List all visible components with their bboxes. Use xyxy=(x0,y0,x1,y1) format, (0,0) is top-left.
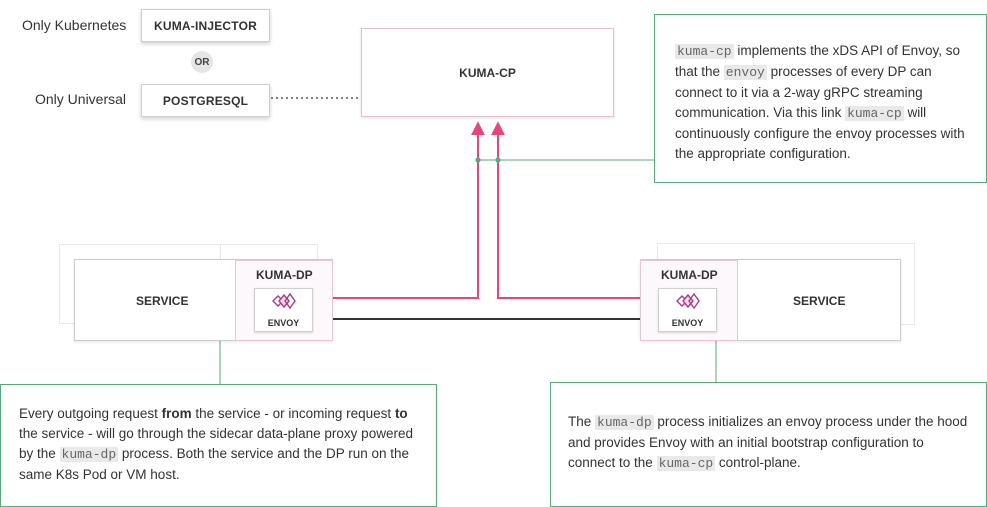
inline-code: kuma-dp xyxy=(59,447,119,462)
kuma-cp-box: KUMA-CP xyxy=(361,28,614,117)
inline-code: kuma-cp xyxy=(845,106,904,121)
right-note: The kuma-dp process initializes an envoy… xyxy=(550,382,987,507)
only-universal-label: Only Universal xyxy=(35,91,127,107)
right-envoy-label: ENVOY xyxy=(671,318,704,328)
note-text-segment: Every outgoing request xyxy=(19,406,162,421)
inline-code: kuma-cp xyxy=(656,456,716,471)
inline-code: envoy xyxy=(723,65,767,80)
bold-text: to xyxy=(394,406,408,421)
right-kuma-dp-label: KUMA-DP xyxy=(661,268,718,282)
inline-code: kuma-dp xyxy=(595,415,654,430)
note-text-segment: The xyxy=(568,414,596,429)
note-text-segment: the service - will go through the sideca… xyxy=(19,426,413,461)
postgresql-box: POSTGRESQL xyxy=(141,84,270,117)
note-text-segment: process initializes an envoy process und… xyxy=(568,414,968,470)
envoy-icon xyxy=(271,292,297,315)
note-text-segment: processes of every DP can connect to it … xyxy=(675,64,932,120)
note-text-segment: control-plane. xyxy=(715,455,801,470)
note-text-segment: implements the xDS API of Envoy, so that… xyxy=(675,43,960,79)
left-dp-to-cp-pink-line xyxy=(319,121,485,305)
cp-note-dot-right xyxy=(495,157,501,163)
right-dp-to-cp-pink-line xyxy=(491,121,654,305)
left-dp-ghost-back xyxy=(220,244,318,260)
left-service-label: SERVICE xyxy=(136,294,189,308)
left-envoy-label: ENVOY xyxy=(267,318,300,328)
only-kubernetes-label: Only Kubernetes xyxy=(22,17,127,33)
cp-note: kuma-cp implements the xDS API of Envoy,… xyxy=(654,14,987,183)
cp-note-text: kuma-cp implements the xDS API of Envoy,… xyxy=(675,43,965,161)
bold-text: from xyxy=(161,406,192,421)
left-note: Every outgoing request from the service … xyxy=(0,384,437,507)
note-text-segment: will continuously configure the envoy pr… xyxy=(675,105,965,161)
inline-code: kuma-cp xyxy=(675,44,734,59)
left-envoy-box: ENVOY xyxy=(254,288,313,332)
right-envoy-box: ENVOY xyxy=(658,288,717,332)
left-kuma-dp-label: KUMA-DP xyxy=(256,268,313,282)
right-service-label: SERVICE xyxy=(793,294,846,308)
note-text-segment: process. Both the service and the DP run… xyxy=(19,446,410,482)
right-note-text: The kuma-dp process initializes an envoy… xyxy=(568,414,968,471)
left-note-text: Every outgoing request from the service … xyxy=(19,406,413,482)
kuma-injector-box: KUMA-INJECTOR xyxy=(141,9,270,42)
note-text-segment: the service - or incoming request xyxy=(191,406,395,421)
or-badge: OR xyxy=(191,51,213,73)
cp-note-dot-left xyxy=(475,157,481,163)
envoy-icon xyxy=(675,292,701,315)
